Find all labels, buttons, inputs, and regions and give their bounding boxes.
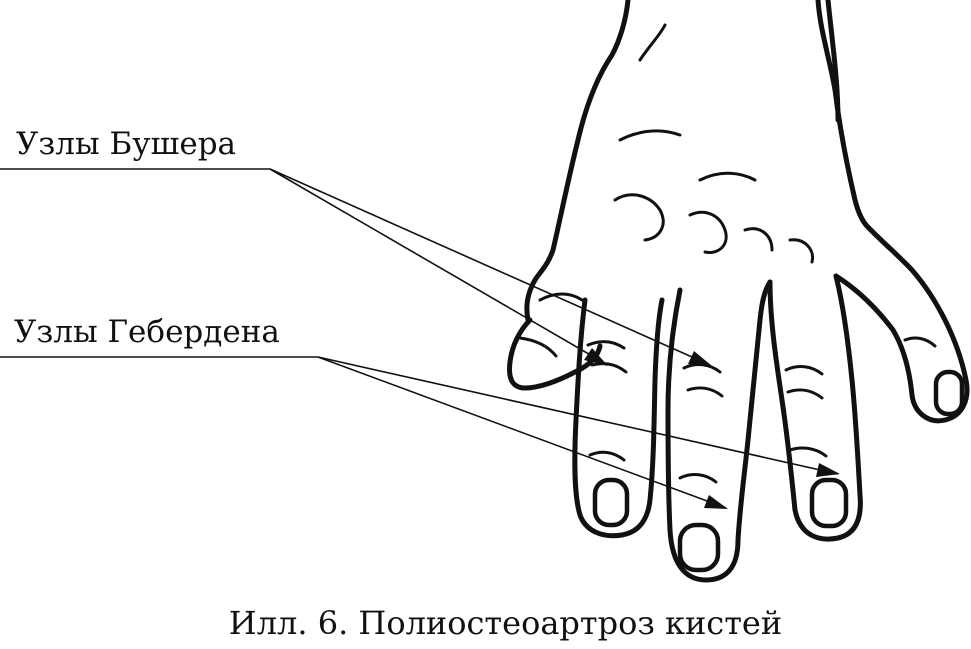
nail-little bbox=[933, 369, 965, 417]
bouchard-nodes-label: Узлы Бушера bbox=[16, 126, 237, 162]
nail-middle bbox=[677, 522, 721, 573]
heberden-arrowhead-ring bbox=[816, 463, 840, 477]
bouchard-arrowhead-index bbox=[584, 348, 608, 366]
bouchard-leader-lines bbox=[0, 168, 712, 366]
hand-outline bbox=[507, 0, 970, 583]
bouchard-leader-index bbox=[269, 168, 607, 365]
bouchard-arrowhead-middle bbox=[688, 351, 712, 366]
heberden-leader-lines bbox=[0, 356, 840, 509]
bouchard-leader-middle bbox=[269, 168, 711, 366]
nail-ring bbox=[809, 477, 849, 529]
nail-index bbox=[592, 477, 630, 528]
fingernails bbox=[592, 369, 965, 573]
figure-caption: Илл. 6. Полиостеоартроз кистей bbox=[228, 604, 783, 642]
heberden-leader-middle bbox=[317, 356, 727, 509]
heberden-arrowhead-middle bbox=[704, 495, 728, 509]
heberden-nodes-label: Узлы Гебердена bbox=[14, 314, 280, 350]
heberden-leader-ring bbox=[317, 356, 839, 475]
